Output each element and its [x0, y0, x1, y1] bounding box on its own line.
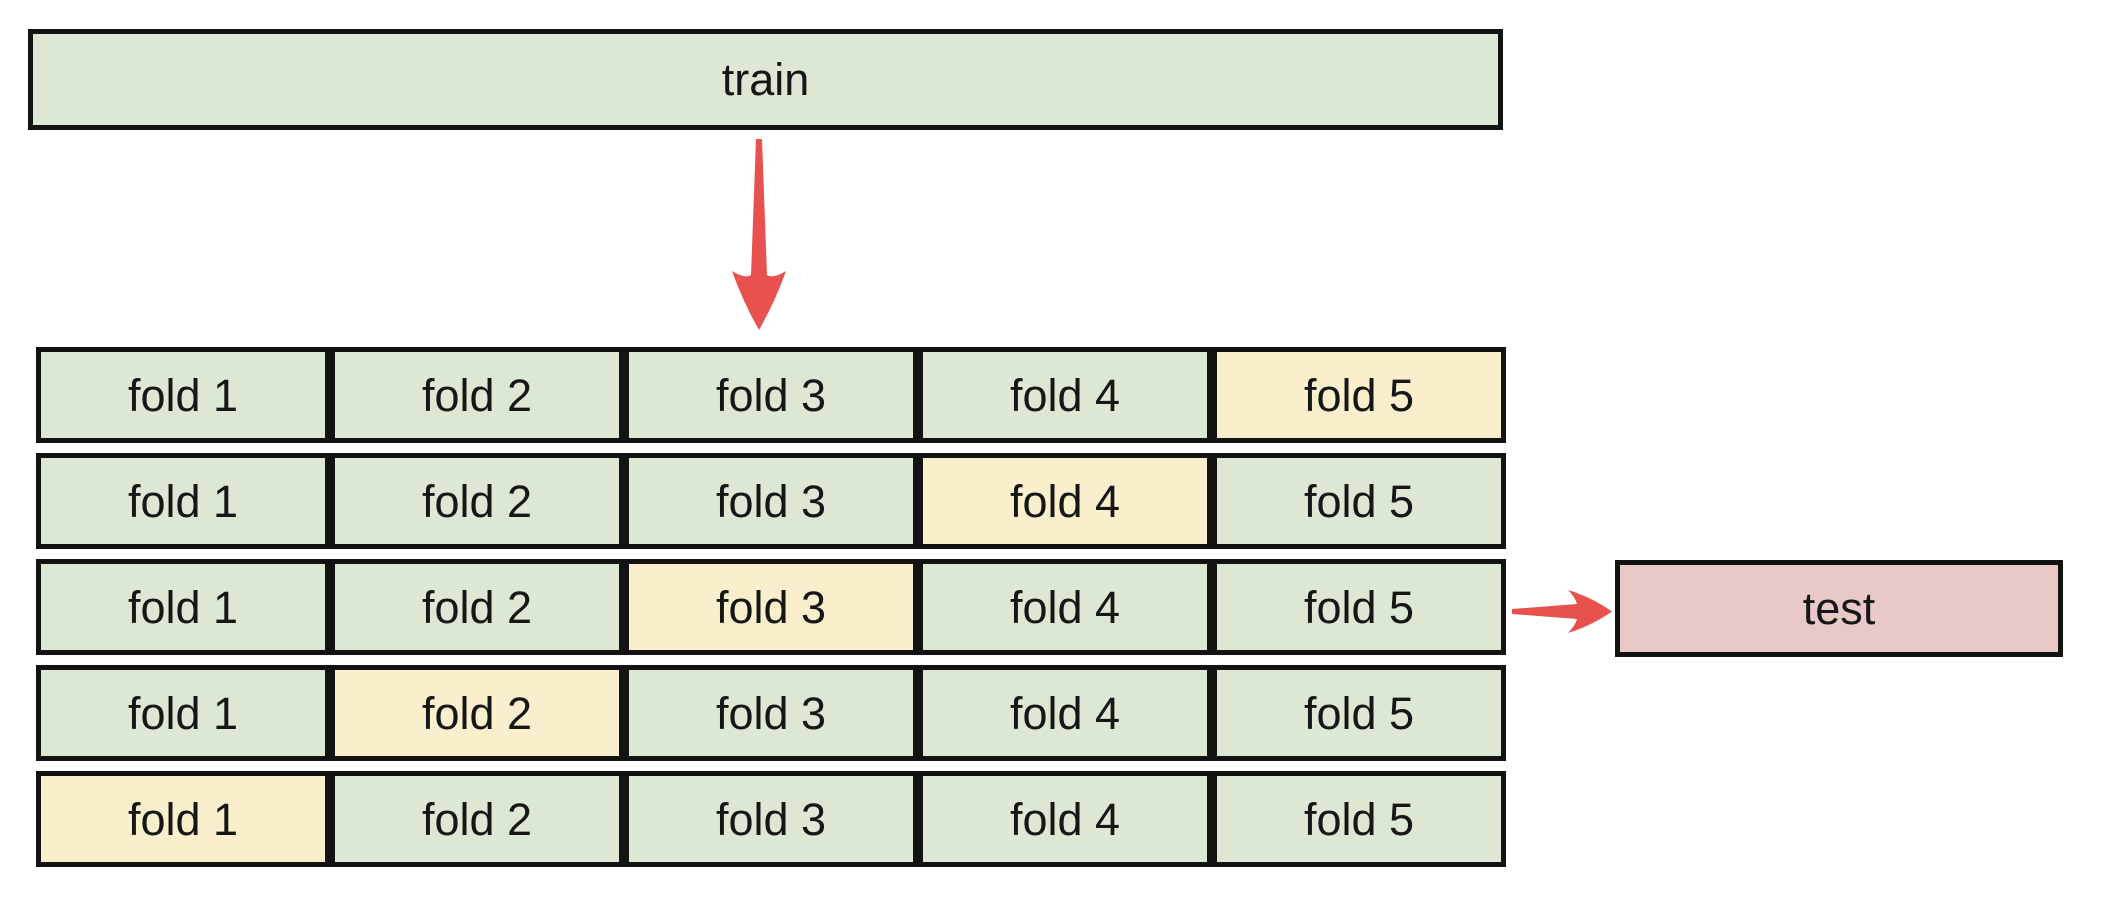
fold-cell: fold 5	[1212, 771, 1506, 867]
fold-cell: fold 5	[1212, 347, 1506, 443]
fold-cell: fold 3	[624, 453, 918, 549]
test-label: test	[1802, 583, 1876, 634]
fold-cell: fold 4	[918, 453, 1212, 549]
fold-row: fold 1 fold 2 fold 3 fold 4 fold 5	[36, 665, 1506, 761]
train-label: train	[721, 54, 810, 105]
fold-cell: fold 4	[918, 347, 1212, 443]
fold-row: fold 1 fold 2 fold 3 fold 4 fold 5	[36, 453, 1506, 549]
fold-cell: fold 4	[918, 771, 1212, 867]
fold-row: fold 1 fold 2 fold 3 fold 4 fold 5	[36, 559, 1506, 655]
right-arrow-icon	[1512, 590, 1612, 633]
fold-grid: fold 1 fold 2 fold 3 fold 4 fold 5 fold …	[36, 347, 1506, 877]
fold-row: fold 1 fold 2 fold 3 fold 4 fold 5	[36, 771, 1506, 867]
test-box: test	[1615, 560, 2063, 657]
fold-cell: fold 5	[1212, 559, 1506, 655]
fold-cell: fold 3	[624, 665, 918, 761]
fold-cell: fold 5	[1212, 453, 1506, 549]
fold-cell: fold 1	[36, 665, 330, 761]
fold-cell: fold 2	[330, 665, 624, 761]
fold-cell: fold 1	[36, 771, 330, 867]
fold-cell: fold 5	[1212, 665, 1506, 761]
fold-cell: fold 4	[918, 665, 1212, 761]
fold-cell: fold 2	[330, 559, 624, 655]
train-box: train	[28, 29, 1503, 130]
fold-cell: fold 1	[36, 453, 330, 549]
down-arrow-icon	[732, 139, 786, 330]
fold-cell: fold 3	[624, 347, 918, 443]
fold-cell: fold 2	[330, 347, 624, 443]
fold-cell: fold 2	[330, 453, 624, 549]
fold-cell: fold 3	[624, 559, 918, 655]
fold-cell: fold 3	[624, 771, 918, 867]
fold-cell: fold 1	[36, 559, 330, 655]
fold-cell: fold 2	[330, 771, 624, 867]
fold-cell: fold 1	[36, 347, 330, 443]
fold-cell: fold 4	[918, 559, 1212, 655]
fold-row: fold 1 fold 2 fold 3 fold 4 fold 5	[36, 347, 1506, 443]
